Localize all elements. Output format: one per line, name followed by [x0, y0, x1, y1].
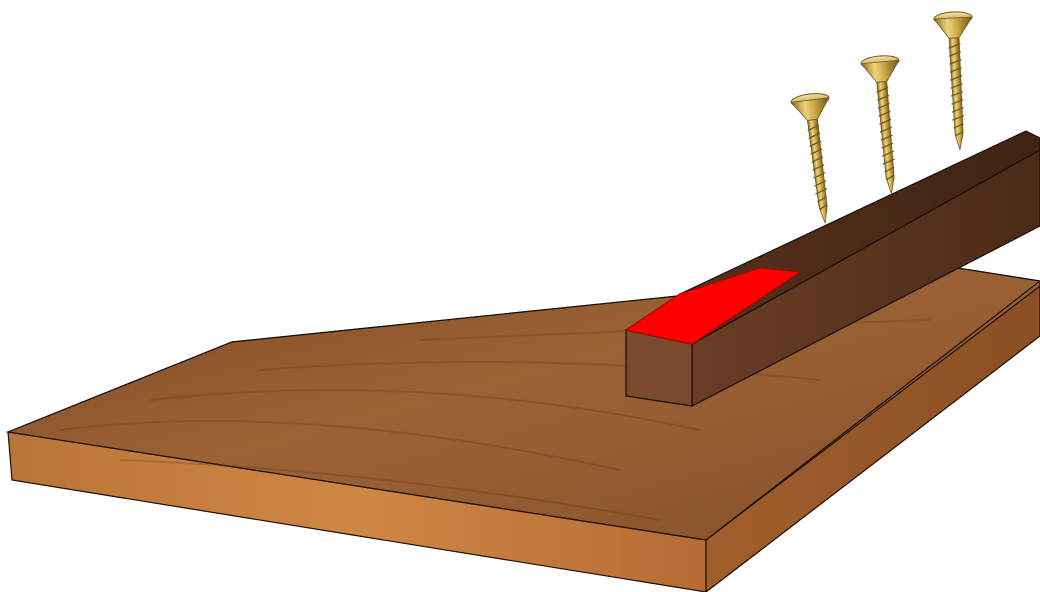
wooden-board	[8, 264, 1040, 592]
screw	[934, 11, 979, 151]
screw	[790, 92, 844, 226]
screw	[861, 54, 911, 195]
